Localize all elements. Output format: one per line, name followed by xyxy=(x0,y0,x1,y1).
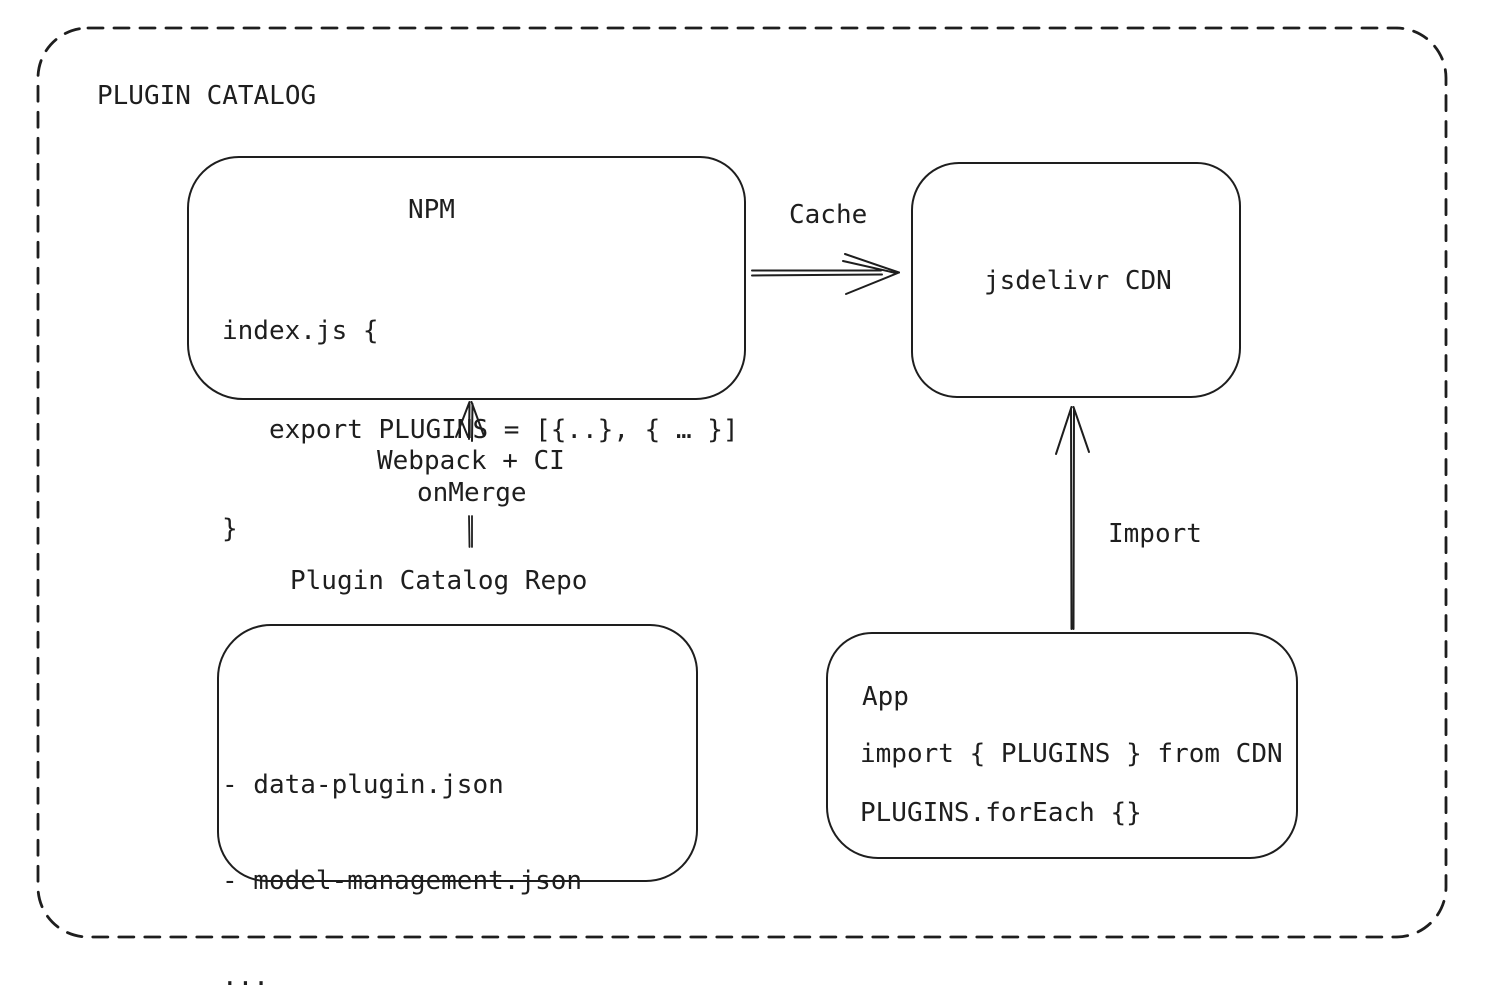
repo-file-item: - model-management.json xyxy=(222,866,583,896)
npm-code-block: index.js { export PLUGINS = [{..}, { … }… xyxy=(222,249,739,612)
npm-code-line: index.js { xyxy=(222,316,379,346)
app-node xyxy=(826,632,1298,859)
npm-code-line: } xyxy=(222,514,238,544)
diagram-title: PLUGIN CATALOG xyxy=(97,81,317,111)
build-edge-label-line1: Webpack + CI xyxy=(377,446,565,476)
import-arrow xyxy=(1055,406,1090,630)
app-code-line: PLUGINS.forEach {} xyxy=(860,798,1142,828)
app-code-line: import { PLUGINS } from CDN xyxy=(860,739,1283,769)
build-edge-label-line2: onMerge xyxy=(417,478,527,508)
repo-file-item: ... xyxy=(222,962,269,992)
repo-node-heading: Plugin Catalog Repo xyxy=(290,566,588,596)
cdn-node xyxy=(911,162,1241,398)
npm-code-line: export PLUGINS = [{..}, { … }] xyxy=(222,415,739,445)
npm-node xyxy=(187,156,746,400)
cdn-node-title: jsdelivr CDN xyxy=(984,266,1172,296)
repo-file-item: - data-plugin.json xyxy=(222,770,504,800)
npm-node-title: NPM xyxy=(408,195,455,225)
repo-file-list: - data-plugin.json - model-management.js… xyxy=(222,705,582,1002)
cache-edge-label: Cache xyxy=(789,200,868,230)
import-edge-label: Import xyxy=(1108,519,1202,549)
cache-arrow xyxy=(751,253,900,295)
repo-node xyxy=(217,624,698,882)
app-node-title: App xyxy=(862,682,909,712)
